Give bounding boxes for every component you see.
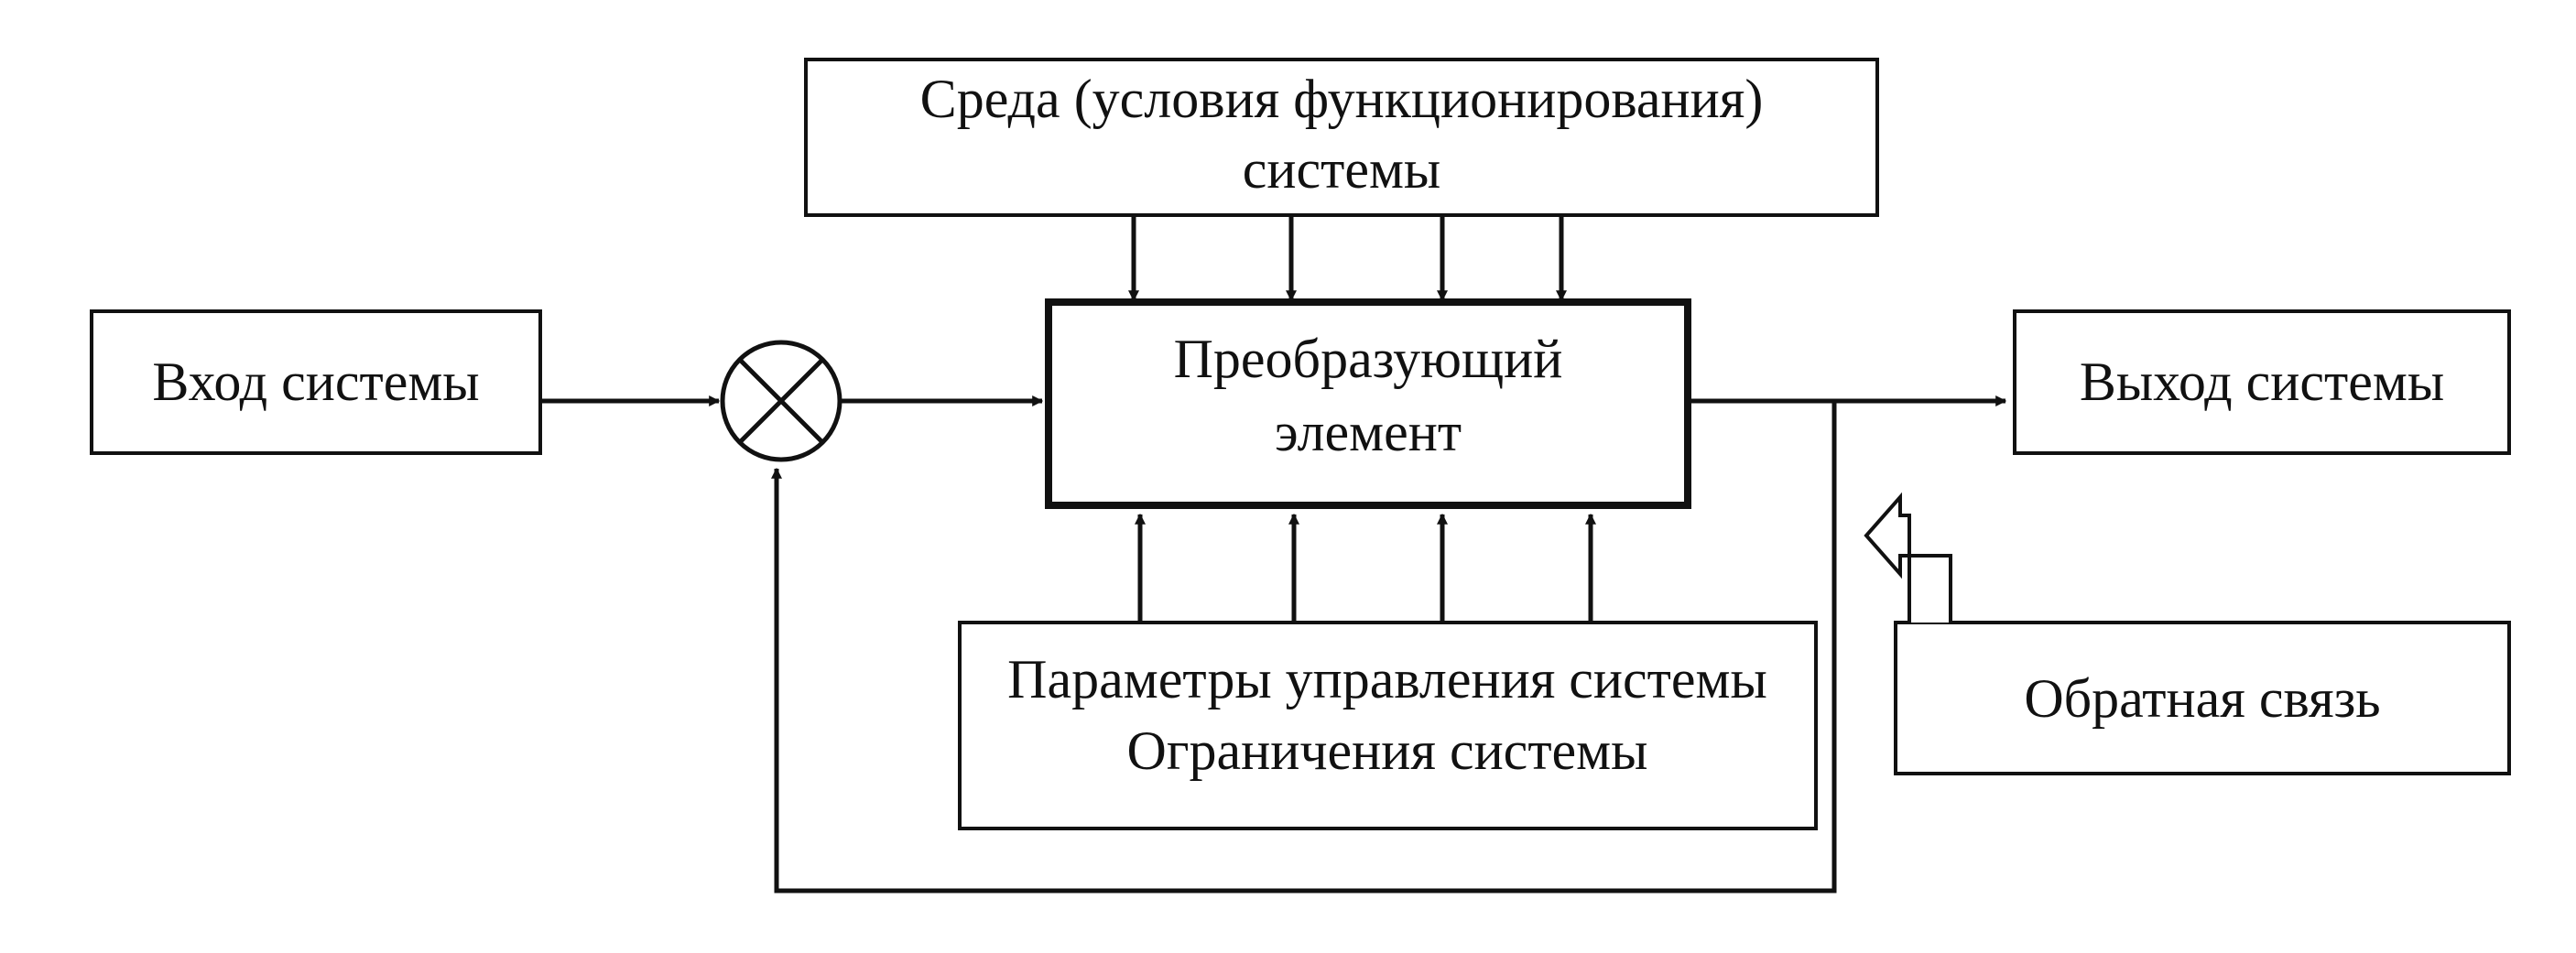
transformer-label-line-2: элемент — [1275, 402, 1462, 462]
parameters-label-line-2: Ограничения системы — [1127, 720, 1648, 781]
environment-arrows — [1128, 215, 1567, 302]
parameters-label-line-1: Параметры управления системы — [1007, 649, 1767, 709]
feedback-label: Обратная связь — [2024, 668, 2380, 729]
parameters-block: Параметры управления системы Ограничения… — [958, 621, 1818, 830]
feedback-block: Обратная связь — [1894, 621, 2511, 775]
feedback-loop-line — [771, 401, 1837, 893]
feedback-hollow-arrow — [1864, 492, 1952, 623]
transformer-label-line-1: Преобразующий — [1174, 329, 1563, 389]
parameter-arrows — [1135, 513, 1596, 623]
summing-junction — [720, 340, 842, 462]
output-label: Выход системы — [2080, 352, 2444, 412]
output-block: Выход системы — [2013, 309, 2511, 455]
environment-label-line-2: системы — [1243, 139, 1441, 200]
environment-block: Среда (условия функционирования) системы — [804, 58, 1879, 217]
input-label: Вход системы — [152, 352, 479, 412]
input-block: Вход системы — [90, 309, 542, 455]
transformer-block: Преобразующий элемент — [1045, 298, 1691, 509]
environment-label-line-1: Среда (условия функционирования) — [920, 69, 1764, 129]
